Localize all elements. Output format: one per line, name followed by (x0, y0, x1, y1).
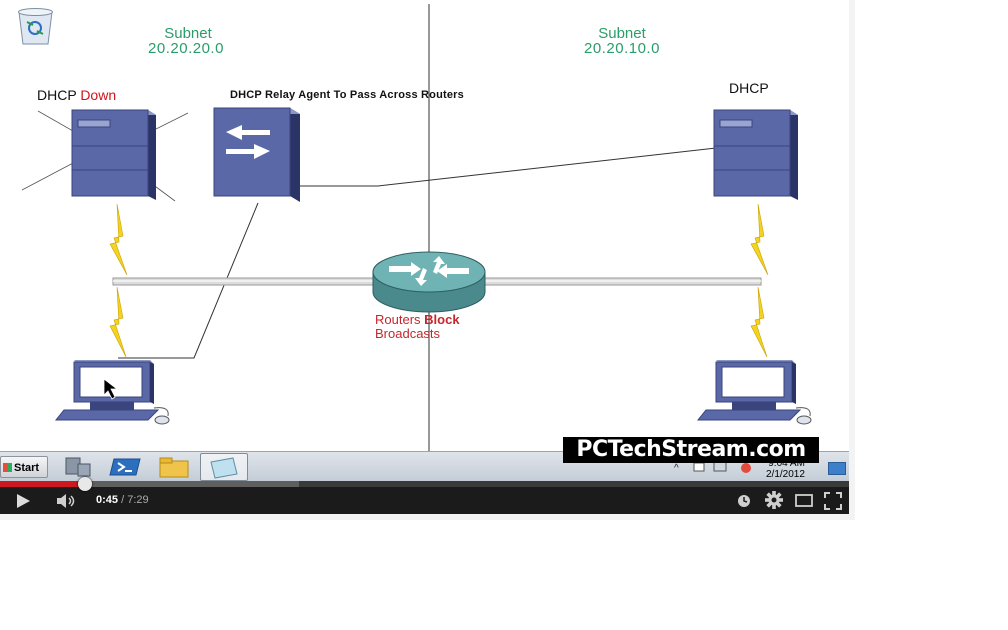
router-caption-pre: Routers (375, 312, 421, 327)
start-button[interactable]: Start (0, 456, 48, 478)
server-icon (713, 109, 798, 200)
lightning-icon (109, 203, 128, 276)
relay-server-icon (213, 107, 300, 202)
volume-muted-icon (741, 463, 751, 473)
system-tray: ^ (670, 456, 820, 480)
server-manager-icon (65, 457, 91, 477)
right-subnet-title: Subnet (598, 25, 646, 42)
video-frame[interactable]: Subnet 20.20.20.0 Subnet 20.20.10.0 DHCP… (0, 0, 849, 481)
dhcp-label-text: DHCP (37, 87, 77, 103)
played-bar (0, 481, 85, 487)
play-icon[interactable] (15, 493, 31, 509)
folder-icon (159, 457, 189, 478)
show-hidden-icon: ^ (674, 463, 679, 474)
network-diagram (18, 4, 812, 451)
clock-date: 2/1/2012 (766, 469, 805, 480)
router-caption-line1: Routers Block (375, 313, 460, 327)
left-dhcp-label: DHCP Down (37, 87, 116, 103)
flag-icon (693, 462, 705, 472)
recycle-bin-icon[interactable] (18, 8, 53, 45)
clock-time: 9:04 AM (768, 458, 805, 469)
left-subnet-title: Subnet (164, 25, 212, 42)
left-subnet-address: 20.20.20.0 (148, 40, 224, 57)
relay-to-client-link (118, 202, 259, 359)
taskbar-explorer[interactable] (154, 454, 194, 480)
router-caption-line2: Broadcasts (375, 326, 441, 341)
network-icon (713, 461, 727, 472)
scrubber-handle[interactable] (78, 477, 92, 491)
server-icon (71, 109, 156, 200)
video-player: Subnet 20.20.20.0 Subnet 20.20.10.0 DHCP… (0, 0, 855, 520)
relay-to-dhcp-link (300, 147, 717, 187)
taskbar-powershell[interactable] (106, 454, 146, 480)
fullscreen-icon[interactable] (824, 492, 842, 510)
taskbar-active-app[interactable] (200, 453, 248, 481)
time-separator: / (121, 494, 125, 506)
dhcp-status-down: Down (80, 87, 117, 103)
theater-mode-icon[interactable] (795, 494, 813, 508)
relay-agent-label: DHCP Relay Agent To Pass Across Routers (230, 89, 464, 101)
watermark: PCTechStream.com (563, 437, 819, 463)
router-caption: Routers Block Broadcasts (375, 313, 460, 341)
router-icon (372, 251, 486, 313)
right-subnet-address: 20.20.10.0 (584, 40, 660, 57)
volume-icon[interactable] (56, 493, 78, 509)
lightning-icon (750, 203, 769, 276)
app-window-icon (210, 457, 238, 479)
time-display: 0:45 / 7:29 (96, 494, 149, 506)
taskbar-clock[interactable]: 9:04 AM 2/1/2012 (766, 458, 805, 480)
tray-icons: ^ (674, 461, 751, 474)
gear-icon[interactable] (765, 491, 783, 509)
total-time: 7:29 (127, 494, 149, 506)
progress-bar[interactable] (0, 477, 849, 491)
taskbar-server-manager[interactable] (58, 454, 98, 480)
current-time: 0:45 (96, 494, 119, 506)
lightning-icon (109, 286, 127, 358)
mouse-cursor-icon (103, 378, 119, 400)
lightning-icon (750, 286, 768, 358)
windows-logo-icon (3, 463, 12, 472)
computer-icon (696, 360, 812, 425)
router-caption-bold: Block (424, 312, 460, 327)
buffered-bar (0, 481, 299, 487)
start-label: Start (14, 462, 40, 474)
player-controls: 0:45 / 7:29 (0, 477, 849, 514)
clock-icon[interactable] (737, 494, 751, 508)
show-desktop-button[interactable] (828, 462, 846, 475)
powershell-icon (109, 458, 141, 476)
right-dhcp-label: DHCP (729, 80, 769, 96)
